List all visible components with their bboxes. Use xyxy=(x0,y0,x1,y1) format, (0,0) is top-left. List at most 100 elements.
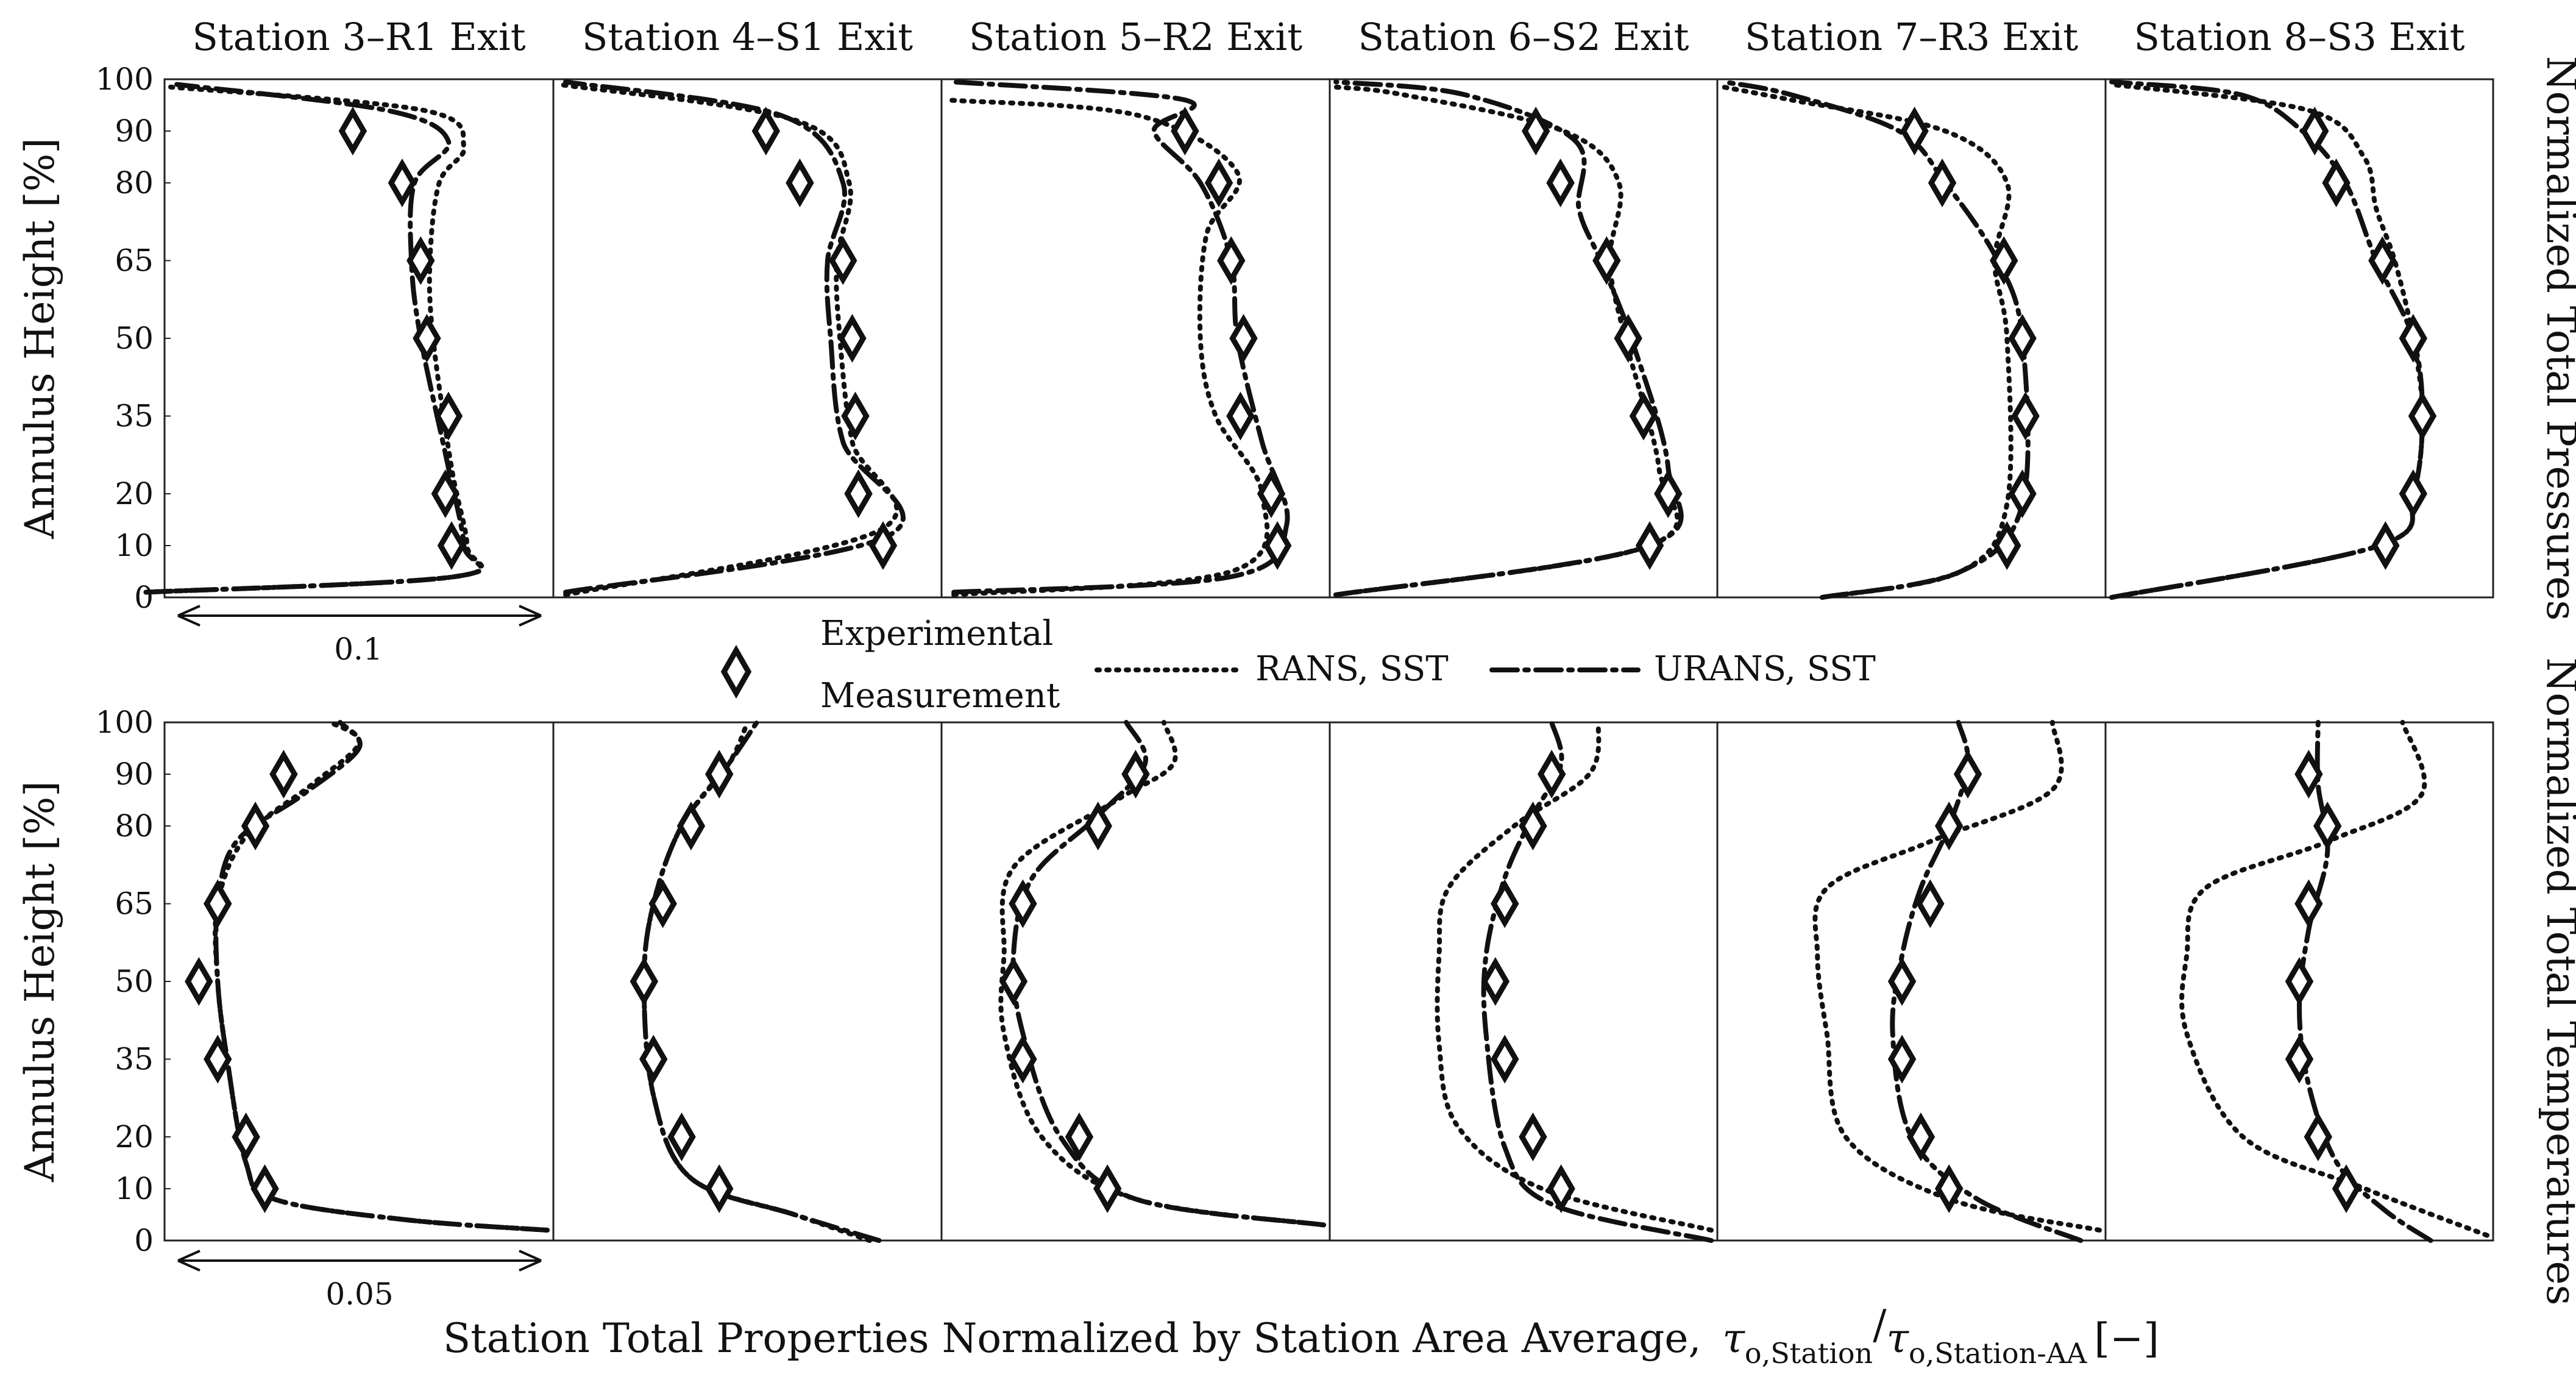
legend-experimental-line1: Experimental xyxy=(820,614,1053,653)
experimental-point-pressure-2-5 xyxy=(829,236,857,285)
experimental-point-pressure-5-3 xyxy=(2011,391,2040,441)
y-tick-temperature-50: 50 xyxy=(115,964,154,999)
y-tick-pressure-35: 35 xyxy=(115,399,154,434)
experimental-point-temperature-1-7 xyxy=(269,750,298,799)
experimental-point-pressure-3-1 xyxy=(1263,521,1292,570)
x-axis-label-slash: / xyxy=(1873,1301,1887,1348)
experimental-point-temperature-1-2 xyxy=(232,1112,260,1161)
experimental-point-temperature-6-1 xyxy=(2332,1164,2361,1213)
right-label-pressures: Normalized Total Pressures xyxy=(2538,56,2576,621)
series-group-temperature-6 xyxy=(2179,720,2489,1243)
right-label-temperatures: Normalized Total Temperatures xyxy=(2538,657,2576,1305)
experimental-point-temperature-1-3 xyxy=(204,1034,232,1084)
series-group-temperature-5 xyxy=(1812,720,2102,1243)
series-group-temperature-1 xyxy=(185,720,550,1233)
experimental-point-temperature-1-4 xyxy=(185,957,213,1006)
series-group-pressure-6 xyxy=(2109,79,2437,600)
x-axis-label-num: τ xyxy=(1722,1315,1745,1362)
experimental-point-temperature-4-5 xyxy=(1490,879,1519,928)
experimental-point-temperature-2-6 xyxy=(676,802,706,850)
scale-label-pressure: 0.1 xyxy=(334,632,383,667)
experimental-point-pressure-5-2 xyxy=(2008,469,2037,518)
experimental-point-temperature-1-1 xyxy=(250,1164,279,1213)
y-tick-temperature-90: 90 xyxy=(115,756,154,792)
experimental-point-pressure-6-6 xyxy=(2322,158,2351,207)
series-group-pressure-3 xyxy=(945,79,1292,597)
legend-urans-label: URANS, SST xyxy=(1654,649,1876,689)
y-tick-pressure-80: 80 xyxy=(115,165,154,201)
x-axis-label-den-sub: o,Station-AA xyxy=(1909,1337,2087,1370)
experimental-point-temperature-5-4 xyxy=(1887,957,1917,1006)
experimental-point-temperature-5-1 xyxy=(1934,1164,1964,1213)
y-tick-pressure-50: 50 xyxy=(115,321,154,356)
experimental-point-pressure-4-4 xyxy=(1614,314,1642,363)
experimental-point-temperature-2-1 xyxy=(705,1164,734,1213)
experimental-point-temperature-2-3 xyxy=(639,1034,668,1084)
experimental-point-temperature-3-2 xyxy=(1065,1112,1094,1161)
chart-marks xyxy=(143,79,2489,1243)
experimental-point-temperature-3-6 xyxy=(1084,802,1113,850)
experimental-point-pressure-3-7 xyxy=(1171,107,1199,155)
experimental-point-temperature-2-5 xyxy=(648,879,677,928)
experimental-point-pressure-6-5 xyxy=(2368,236,2397,285)
experimental-point-temperature-5-6 xyxy=(1934,802,1964,850)
experimental-point-pressure-3-4 xyxy=(1226,391,1255,441)
experimental-point-pressure-3-3 xyxy=(1229,314,1258,363)
experimental-point-pressure-1-6 xyxy=(388,158,417,207)
station-title-1: Station 3–R1 Exit xyxy=(192,15,525,59)
series-group-pressure-2 xyxy=(557,79,906,597)
experimental-point-temperature-6-7 xyxy=(2294,750,2323,799)
experimental-point-temperature-2-7 xyxy=(705,750,734,799)
series-group-temperature-3 xyxy=(998,720,1326,1228)
experimental-point-temperature-1-5 xyxy=(204,879,232,928)
experimental-point-temperature-4-7 xyxy=(1537,750,1566,799)
experimental-point-pressure-2-3 xyxy=(841,391,870,441)
y-tick-pressure-90: 90 xyxy=(115,113,154,149)
experimental-point-temperature-6-3 xyxy=(2285,1034,2314,1084)
experimental-point-pressure-2-6 xyxy=(786,158,814,207)
experimental-point-pressure-1-4 xyxy=(413,314,441,363)
experimental-point-pressure-1-1 xyxy=(437,521,466,570)
panel-frame-pressure-4 xyxy=(1329,78,1719,599)
experimental-point-temperature-3-7 xyxy=(1121,750,1150,799)
x-axis-label-den: τ xyxy=(1886,1315,1909,1362)
experimental-point-temperature-5-2 xyxy=(1906,1112,1936,1161)
experimental-point-temperature-6-2 xyxy=(2304,1112,2333,1161)
experimental-point-temperature-3-4 xyxy=(999,957,1028,1006)
y-tick-pressure-10: 10 xyxy=(115,528,154,563)
scale-bar-pressure: 0.1 xyxy=(177,605,542,667)
rans-line-temperature-3 xyxy=(998,720,1326,1228)
experimental-point-pressure-5-1 xyxy=(1993,521,2021,570)
y-tick-temperature-65: 65 xyxy=(115,886,154,922)
rans-line-temperature-5 xyxy=(1812,720,2102,1233)
y-axis-label-top: Annulus Height [%] xyxy=(16,138,63,539)
experimental-point-pressure-6-2 xyxy=(2399,469,2428,518)
experimental-point-temperature-2-2 xyxy=(667,1112,696,1161)
scale-bar-temperature: 0.05 xyxy=(177,1250,542,1312)
experimental-point-pressure-2-1 xyxy=(868,521,898,570)
experimental-point-temperature-5-3 xyxy=(1887,1034,1917,1084)
chart-panels xyxy=(163,78,2494,1242)
y-tick-temperature-100: 100 xyxy=(96,705,154,740)
experimental-point-temperature-4-6 xyxy=(1519,802,1547,850)
station-title-3: Station 5–R2 Exit xyxy=(969,15,1302,59)
x-axis-label: Station Total Properties Normalized by S… xyxy=(443,1301,2159,1370)
legend-experimental-line2: Measurement xyxy=(820,676,1060,716)
x-axis-label-unit: [−] xyxy=(2094,1315,2159,1362)
scale-label-temperature: 0.05 xyxy=(325,1276,393,1312)
experimental-point-pressure-6-3 xyxy=(2408,391,2437,441)
y-tick-temperature-35: 35 xyxy=(115,1042,154,1077)
experimental-point-temperature-4-2 xyxy=(1519,1112,1547,1161)
series-group-pressure-5 xyxy=(1721,79,2040,600)
urans-line-pressure-4 xyxy=(1333,79,1684,597)
experimental-point-pressure-4-6 xyxy=(1546,158,1575,207)
panel-frame-pressure-2 xyxy=(552,78,943,599)
experimental-point-temperature-6-6 xyxy=(2313,802,2342,850)
experimental-point-pressure-1-2 xyxy=(431,469,460,518)
urans-line-pressure-3 xyxy=(951,79,1290,595)
experimental-point-pressure-3-5 xyxy=(1217,236,1246,285)
experimental-point-pressure-4-5 xyxy=(1592,236,1621,285)
